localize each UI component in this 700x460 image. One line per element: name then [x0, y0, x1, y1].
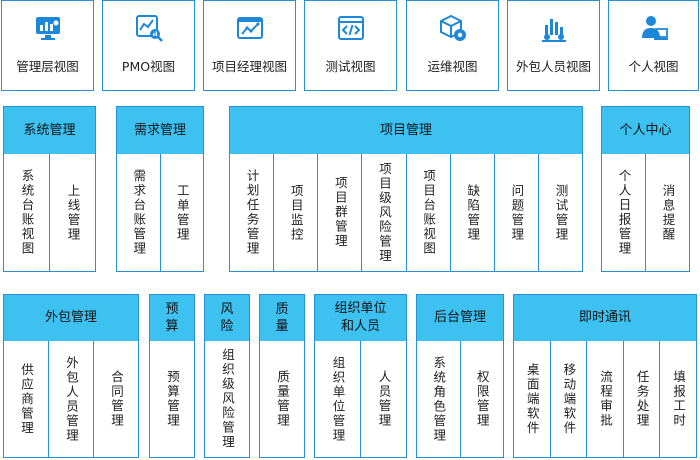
module-header[interactable]: 外包管理: [4, 295, 138, 341]
view-card-pmo[interactable]: PMO视图: [102, 0, 195, 91]
module-risk: 风险 组织级风险管理: [204, 294, 250, 458]
module-header[interactable]: 需求管理: [117, 107, 203, 154]
function-item[interactable]: 组织单位管理: [330, 355, 346, 443]
function-item[interactable]: 流程审批: [586, 341, 623, 457]
module-header[interactable]: 组织单位和人员: [315, 295, 406, 341]
view-card-testing[interactable]: 测试视图: [304, 0, 397, 91]
function-item[interactable]: 问题管理: [493, 154, 538, 271]
function-item[interactable]: 系统角色管理: [431, 355, 447, 443]
function-item[interactable]: 桌面端软件: [524, 362, 540, 436]
people-bar-icon: [541, 19, 566, 42]
code-window-icon: [337, 16, 364, 40]
module-quality: 质量 质量管理: [259, 294, 305, 458]
function-item[interactable]: 项目台账视图: [405, 154, 450, 271]
function-item[interactable]: 项目群管理: [317, 154, 361, 271]
box-settings-icon: [439, 14, 466, 41]
chart-search-icon: [135, 15, 163, 42]
module-header[interactable]: 质量: [260, 295, 304, 341]
module-project-management: 项目管理 计划任务管理 项目监控 项目群管理 项目级风险管理 项目台账视图 缺陷…: [229, 106, 583, 272]
view-label: 管理层视图: [16, 58, 79, 74]
module-header[interactable]: 即时通讯: [514, 295, 696, 341]
view-label: 测试视图: [325, 58, 376, 74]
function-item[interactable]: 工单管理: [159, 154, 204, 271]
module-system-management: 系统管理 系统台账视图 上线管理: [3, 106, 96, 272]
function-item[interactable]: 移动端软件: [549, 341, 587, 457]
function-item[interactable]: 质量管理: [275, 370, 290, 428]
view-label: 运维视图: [427, 58, 478, 74]
function-item[interactable]: 个人日报管理: [616, 169, 632, 256]
function-item[interactable]: 权限管理: [459, 341, 504, 457]
view-card-outsourcing[interactable]: 外包人员视图: [507, 0, 600, 91]
person-desk-icon: [641, 16, 668, 40]
function-item[interactable]: 系统台账视图: [19, 169, 35, 256]
view-card-project-manager[interactable]: 项目经理视图: [203, 0, 296, 91]
function-item[interactable]: 缺陷管理: [449, 154, 494, 271]
module-header[interactable]: 预算: [150, 295, 194, 341]
function-item[interactable]: 消息提醒: [645, 154, 689, 271]
view-label: 外包人员视图: [515, 58, 591, 74]
module-outsourcing-management: 外包管理 供应商管理 外包人员管理 合同管理: [3, 294, 139, 458]
module-header[interactable]: 个人中心: [602, 107, 689, 154]
view-card-personal[interactable]: 个人视图: [608, 0, 699, 91]
module-personal-center: 个人中心 个人日报管理 消息提醒: [601, 106, 690, 272]
module-backend-management: 后台管理 系统角色管理 权限管理: [416, 294, 504, 458]
function-item[interactable]: 计划任务管理: [244, 169, 260, 256]
view-label: 项目经理视图: [211, 58, 287, 74]
function-item[interactable]: 任务处理: [622, 341, 660, 457]
module-header[interactable]: 项目管理: [230, 107, 582, 154]
function-item[interactable]: 项目监控: [273, 154, 317, 271]
view-label: PMO视图: [121, 58, 176, 74]
module-header[interactable]: 后台管理: [417, 295, 503, 341]
function-item[interactable]: 供应商管理: [19, 362, 34, 436]
function-item[interactable]: 上线管理: [49, 154, 95, 271]
function-item[interactable]: 合同管理: [93, 341, 138, 457]
view-card-operations[interactable]: 运维视图: [406, 0, 499, 91]
module-requirement-management: 需求管理 需求台账管理 工单管理: [116, 106, 204, 272]
function-item[interactable]: 人员管理: [360, 341, 406, 457]
module-org-and-personnel: 组织单位和人员 组织单位管理 人员管理: [314, 294, 407, 458]
function-item[interactable]: 测试管理: [537, 154, 582, 271]
function-item[interactable]: 项目级风险管理: [361, 154, 405, 271]
module-instant-messaging: 即时通讯 桌面端软件 移动端软件 流程审批 任务处理 填报工时: [513, 294, 697, 458]
dashboard-monitor-icon: [35, 17, 60, 40]
function-item[interactable]: 组织级风险管理: [220, 348, 235, 450]
function-item[interactable]: 外包人员管理: [48, 341, 93, 457]
view-card-management[interactable]: 管理层视图: [1, 0, 94, 91]
trend-chart-icon: [236, 17, 263, 39]
module-budget: 预算 预算管理: [149, 294, 195, 458]
module-header[interactable]: 系统管理: [4, 107, 95, 154]
module-header[interactable]: 风险: [205, 295, 249, 341]
function-item[interactable]: 需求台账管理: [131, 169, 147, 256]
function-item[interactable]: 填报工时: [659, 341, 696, 457]
function-item[interactable]: 预算管理: [165, 370, 180, 428]
view-label: 个人视图: [628, 58, 679, 74]
